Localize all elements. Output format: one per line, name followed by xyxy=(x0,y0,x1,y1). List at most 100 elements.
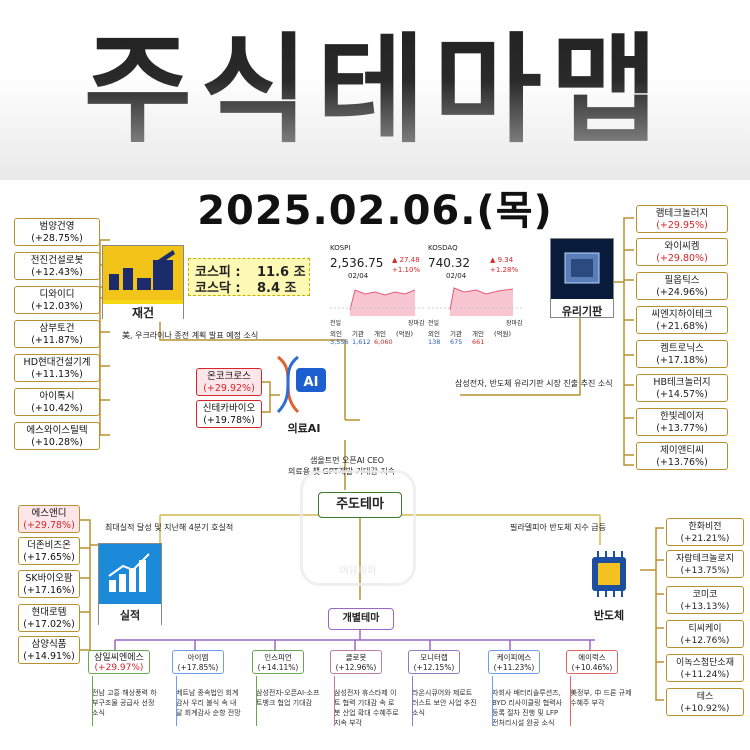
stock-pct: (+14.11%) xyxy=(257,663,299,672)
stock-name: 한빛레이저 xyxy=(660,411,704,422)
stock-name: 씨엔지하이테크 xyxy=(651,309,713,320)
kospi-turnover-value: 11.6 조 xyxy=(257,265,306,280)
stock-name: 범양건영 xyxy=(39,221,75,232)
stock-name: 클로봇 xyxy=(345,653,367,662)
stock-pct: (+13.13%) xyxy=(680,602,730,612)
stock-pct: (+29.95%) xyxy=(656,220,708,231)
reconstruction-desc: 美, 우크라이나 종전 계획 발표 예정 소식 xyxy=(122,331,259,340)
stock-pct: (+12.96%) xyxy=(335,663,377,672)
stock-card: 테스(+10.92%) xyxy=(666,688,744,716)
stock-card: 더존비즈온(+17.65%) xyxy=(18,537,80,565)
kosdaq-turnover-label: 코스닥 : xyxy=(195,281,241,296)
stock-card: 한화비전(+21.21%) xyxy=(666,518,744,546)
investor-value: 661 xyxy=(472,338,485,346)
individual-stock-desc: 전남 고흥 해상풍력 하부구조물 공급사 선정 소식 xyxy=(92,689,157,717)
stock-name: 디와이디 xyxy=(39,289,75,300)
page-date: 2025.02.06.(목) xyxy=(197,188,553,234)
desc-connector xyxy=(92,676,93,726)
desc-connector xyxy=(176,676,177,726)
individual-stock-card: 아이엠(+17.85%) xyxy=(172,650,224,674)
dna-ai-icon: AI xyxy=(276,355,326,414)
stock-pct: (+13.75%) xyxy=(680,566,730,576)
stock-name: 현대로템 xyxy=(31,607,67,618)
turnover-box: 코스피 : 11.6 조 코스닥 : 8.4 조 xyxy=(188,258,310,296)
stock-card: 전진건설로봇(+12.43%) xyxy=(14,252,100,280)
individual-stock-desc: 美정부, 中 드론 규제 수혜주 부각 xyxy=(570,689,632,707)
kospi-pct: +1.10% xyxy=(392,266,421,274)
stock-card: HD현대건설기계(+11.13%) xyxy=(14,354,100,382)
stock-pct: (+29.78%) xyxy=(23,520,75,531)
stock-card: SK바이오팜(+17.16%) xyxy=(18,570,80,598)
stock-pct: (+24.96%) xyxy=(656,287,708,298)
kosdaq-turnover-value: 8.4 조 xyxy=(257,281,297,296)
individual-stock-desc: 라온시큐어와 제로트러스트 보안 사업 추진 소식 xyxy=(412,689,477,717)
investor-label: 외인 xyxy=(428,330,440,338)
stock-name: 케이피에스 xyxy=(496,653,532,662)
stock-card: 에스앤디(+29.78%) xyxy=(18,505,80,533)
stock-name: 자람테크놀로지 xyxy=(676,554,734,564)
individual-stock-card: 클로봇(+12.96%) xyxy=(330,650,382,674)
stock-card: 한빛레이저(+13.77%) xyxy=(636,408,728,436)
stock-card: HB테크놀러지(+14.57%) xyxy=(636,374,728,402)
stock-name: 삼양식품 xyxy=(31,639,67,650)
stock-card: 이녹스첨단소재(+11.24%) xyxy=(666,654,744,682)
stock-pct: (+29.92%) xyxy=(203,383,255,394)
individual-stock-desc: 삼성전자 휴스타제 이트 협력 기대감 속 로봇 산업 확대 수혜주로 지속 부… xyxy=(334,689,399,727)
stock-pct: (+13.77%) xyxy=(656,423,708,434)
stock-name: 삼부토건 xyxy=(39,323,75,334)
stock-name: 제이앤티씨 xyxy=(660,445,704,456)
stock-pct: (+29.97%) xyxy=(94,663,144,673)
stock-pct: (+17.18%) xyxy=(656,355,708,366)
main-theme-hub: 주도테마 xyxy=(318,492,402,518)
stock-card: 램테크놀러지(+29.95%) xyxy=(636,205,728,233)
kosdaq-date: 02/04 xyxy=(446,272,467,280)
kospi-prev-label: 전일 xyxy=(330,320,342,327)
chip-glass-icon xyxy=(551,239,613,299)
stock-name: 램테크놀러지 xyxy=(655,208,709,219)
stock-name: 코미코 xyxy=(692,590,718,600)
stock-pct: (+17.16%) xyxy=(23,585,75,596)
stock-card: 코미코 (+13.13%) xyxy=(666,586,744,614)
investor-value: 6,060 xyxy=(374,338,393,346)
stock-name: 필옵틱스 xyxy=(664,275,700,286)
stock-pct: (+12.76%) xyxy=(680,636,730,646)
stock-pct: (+28.75%) xyxy=(31,233,83,244)
kospi-value: 2,536.75 xyxy=(330,256,384,270)
stock-name: 켐트로닉스 xyxy=(660,343,704,354)
stock-name: 이녹스첨단소재 xyxy=(676,658,734,668)
stock-card: 자람테크놀로지 (+13.75%) xyxy=(666,550,744,578)
stock-card: 신테카바이오(+19.78%) xyxy=(196,400,262,428)
earnings-label: 실적 xyxy=(99,604,161,628)
stock-name: 더존비즈온 xyxy=(27,540,71,551)
investor-value: 675 xyxy=(450,338,463,346)
stock-pct: (+10.42%) xyxy=(31,403,83,414)
stock-name: SK바이오팜 xyxy=(25,573,73,584)
individual-stock-desc: 자회사 배터리솔루션즈, BYD 리사이클링 협력사 등록 절차 진행 및 LF… xyxy=(492,689,563,727)
kospi-end-label: 장마감 xyxy=(408,320,425,327)
stock-card: 삼부토건(+11.87%) xyxy=(14,320,100,348)
kosdaq-prev-label: 전일 xyxy=(428,320,440,327)
stock-name: 모니터랩 xyxy=(420,653,448,662)
stock-pct: (+10.46%) xyxy=(571,663,613,672)
stock-pct: (+29.80%) xyxy=(656,253,708,264)
individual-stock-desc: 베트남 종속법인 회계감사 우리 불식 속 내달 회계감사 순항 전망 xyxy=(176,689,241,717)
kosdaq-widget: KOSDAQ 740.32 ▲ 9.34 +1.28% 02/04 전일 장마감… xyxy=(428,244,523,346)
glass-substrate-image: 유리기판 xyxy=(550,238,614,318)
earnings-desc: 최대실적 달성 및 지난해 4분기 호실적 xyxy=(105,523,234,532)
semiconductor-desc: 필라델피아 반도체 지수 급등 xyxy=(510,523,606,532)
stock-pct: (+11.23%) xyxy=(493,663,535,672)
stock-card: 와이씨켐(+29.80%) xyxy=(636,238,728,266)
individual-theme-hub: 개별테마 xyxy=(328,608,394,630)
individual-stock-card: 모니터랩(+12.15%) xyxy=(408,650,460,674)
desc-connector xyxy=(412,676,413,726)
kospi-turnover-label: 코스피 : xyxy=(195,265,241,280)
individual-stock-card: 에이럭스(+10.46%) xyxy=(566,650,618,674)
kosdaq-change: ▲ 9.34 xyxy=(490,256,514,264)
ai-medical-label: 의료AI xyxy=(287,422,321,435)
kosdaq-chart xyxy=(428,287,523,316)
ai-icon-text: AI xyxy=(304,375,319,390)
kosdaq-end-label: 장마감 xyxy=(506,320,523,327)
investor-label: 개인 xyxy=(374,330,386,338)
investor-value: 1,612 xyxy=(352,338,371,346)
reconstruction-label: 재건 xyxy=(103,304,183,322)
